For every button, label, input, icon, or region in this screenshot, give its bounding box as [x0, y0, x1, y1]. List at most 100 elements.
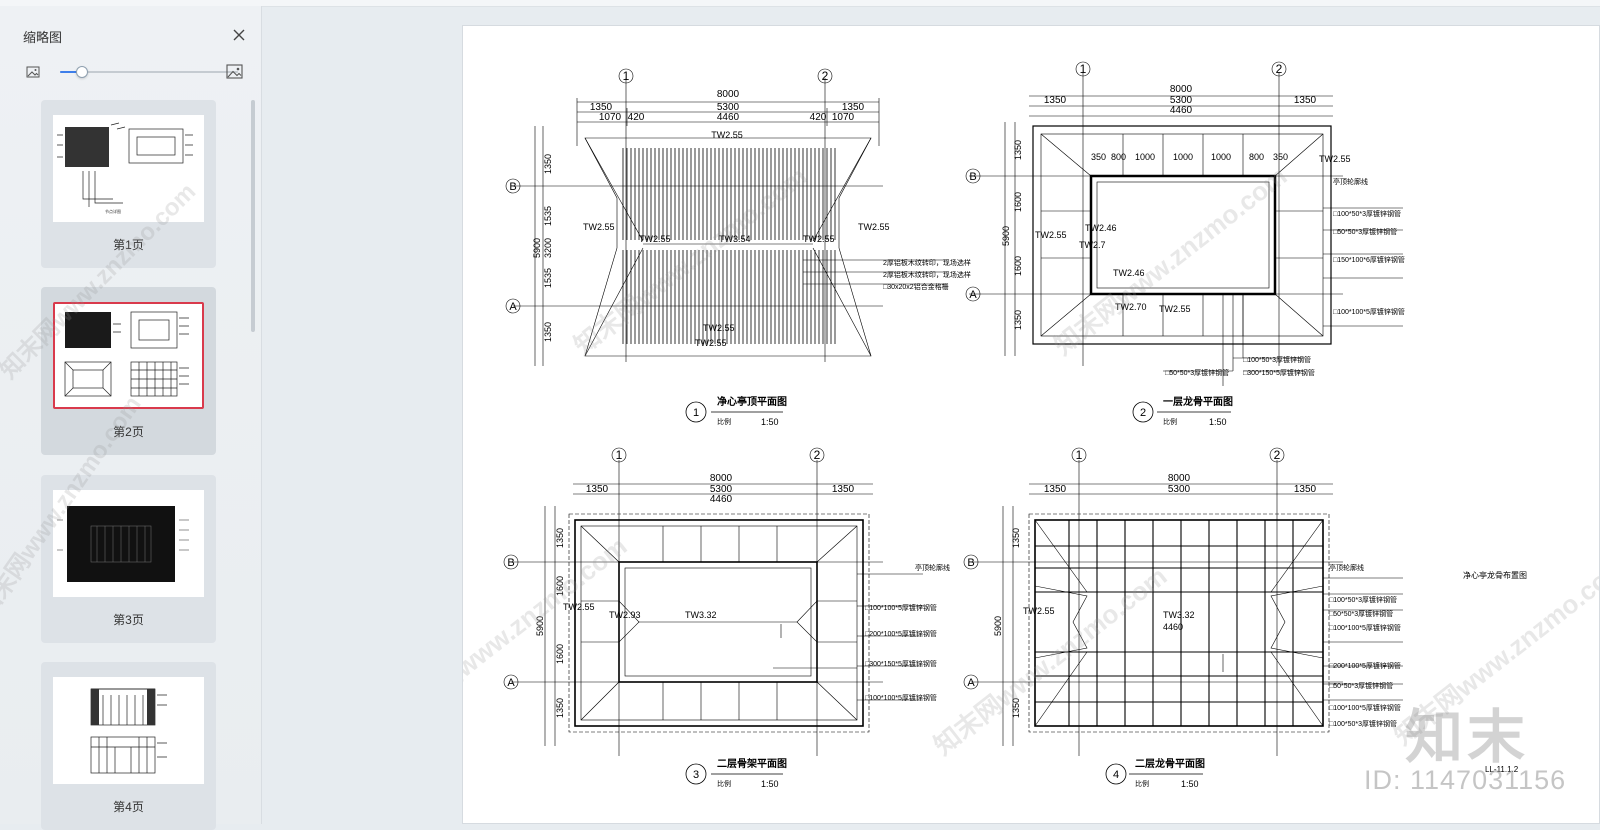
svg-text:□100*50*3厚镀锌钢管: □100*50*3厚镀锌钢管: [1333, 209, 1401, 218]
svg-text:1:50: 1:50: [1181, 779, 1199, 789]
svg-text:3: 3: [693, 769, 699, 781]
svg-text:二层龙骨平面图: 二层龙骨平面图: [1135, 757, 1205, 770]
svg-text:□100*100*5厚镀锌钢管: □100*100*5厚镀锌钢管: [865, 693, 937, 702]
document-page: 8000 5300 4460 1350 1350 1070 1070 420 4…: [462, 25, 1600, 824]
side-note: 净心亭龙骨布置图: [1463, 570, 1527, 580]
svg-text:TW2.55: TW2.55: [1319, 154, 1351, 164]
svg-text:1535: 1535: [543, 206, 553, 226]
svg-text:1070: 1070: [599, 112, 622, 123]
svg-text:□100*50*3厚镀锌钢管: □100*50*3厚镀锌钢管: [1329, 595, 1397, 604]
sidebar-scrollbar[interactable]: [251, 100, 255, 332]
zoom-slider-fill: [60, 71, 82, 73]
svg-text:知末网www.znzmo.com: 知末网www.znzmo.com: [1048, 161, 1292, 361]
svg-text:比例: 比例: [1163, 417, 1177, 426]
svg-text:A: A: [969, 289, 977, 301]
zoom-slider[interactable]: [60, 66, 238, 78]
page-thumbnail-2[interactable]: 第2页: [41, 287, 216, 455]
svg-text:TW2.55: TW2.55: [703, 323, 735, 333]
svg-text:420: 420: [810, 112, 827, 123]
svg-text:□300*150*5厚镀锌钢管: □300*150*5厚镀锌钢管: [1243, 368, 1315, 377]
svg-text:□100*100*5厚镀锌钢管: □100*100*5厚镀锌钢管: [1329, 703, 1401, 712]
plan-2-first-keel: 8000 5300 4460 1350 1350 1 2 B A 350 800…: [965, 61, 1405, 427]
svg-text:3200: 3200: [543, 238, 553, 258]
svg-text:□100*100*5厚镀锌钢管: □100*100*5厚镀锌钢管: [1333, 307, 1405, 316]
sidebar-title: 缩略图: [23, 30, 63, 45]
svg-text:4: 4: [1113, 769, 1119, 781]
svg-text:1350: 1350: [1294, 484, 1317, 495]
svg-text:1600: 1600: [555, 644, 565, 664]
svg-text:TW2.55: TW2.55: [1159, 304, 1191, 314]
svg-text:□150*100*6厚镀锌钢管: □150*100*6厚镀锌钢管: [1333, 255, 1405, 264]
svg-text:TW2.55: TW2.55: [803, 234, 835, 244]
svg-text:TW2.55: TW2.55: [1023, 606, 1055, 616]
page-4-preview: [53, 677, 204, 784]
svg-text:TW2.55: TW2.55: [583, 222, 615, 232]
svg-text:2: 2: [1276, 62, 1283, 76]
svg-text:1350: 1350: [543, 322, 553, 342]
svg-text:1000: 1000: [1211, 152, 1231, 162]
svg-text:1: 1: [1080, 62, 1087, 76]
svg-text:□100*100*5厚镀锌钢管: □100*100*5厚镀锌钢管: [865, 603, 937, 612]
svg-text:B: B: [967, 557, 974, 569]
svg-text:TW2.46: TW2.46: [1113, 268, 1145, 278]
svg-text:1000: 1000: [1173, 152, 1193, 162]
svg-text:1350: 1350: [1044, 95, 1067, 106]
svg-text:1350: 1350: [1044, 484, 1067, 495]
thumbnail-sidebar: 缩略图: [0, 6, 262, 830]
svg-text:2: 2: [1274, 448, 1281, 462]
svg-text:TW3.32: TW3.32: [685, 610, 717, 620]
svg-text:B: B: [509, 181, 516, 193]
svg-text:二层骨架平面图: 二层骨架平面图: [717, 757, 787, 770]
page-thumbnail-3[interactable]: 第3页: [41, 475, 216, 643]
svg-text:350: 350: [1091, 152, 1106, 162]
svg-text:4460: 4460: [710, 494, 733, 505]
svg-text:350: 350: [1273, 152, 1288, 162]
page-label: 第2页: [113, 425, 144, 439]
svg-text:知末网www.znzmo.com: 知末网www.znzmo.com: [0, 178, 201, 384]
page-label: 第4页: [113, 800, 144, 814]
svg-text:B: B: [969, 171, 976, 183]
svg-text:1: 1: [623, 69, 630, 83]
svg-text:5300: 5300: [717, 102, 740, 113]
plan-1-roof: 8000 5300 4460 1350 1350 1070 1070 420 4…: [505, 68, 971, 427]
svg-text:1:50: 1:50: [761, 779, 779, 789]
page-2-preview: [53, 302, 204, 409]
svg-text:知末网www.znzmo.com: 知末网www.znzmo.com: [568, 161, 812, 361]
page-label: 第3页: [113, 613, 144, 627]
svg-text:1350: 1350: [842, 102, 865, 113]
svg-text:TW2.55: TW2.55: [563, 602, 595, 612]
window-top-bar: [0, 0, 1600, 7]
svg-text:□100*50*3厚镀锌钢管: □100*50*3厚镀锌钢管: [1243, 355, 1311, 364]
svg-text:5900: 5900: [993, 616, 1003, 636]
svg-text:TW2.46: TW2.46: [1085, 223, 1117, 233]
svg-text:TW2.55: TW2.55: [1035, 230, 1067, 240]
close-icon[interactable]: [230, 26, 248, 44]
svg-text:□50*50*3厚镀锌钢管: □50*50*3厚镀锌钢管: [1165, 368, 1229, 377]
svg-text:□100*50*3厚镀锌钢管: □100*50*3厚镀锌钢管: [1329, 719, 1397, 728]
svg-text:1350: 1350: [555, 698, 565, 718]
svg-text:5300: 5300: [710, 484, 733, 495]
svg-text:知末网www.znzmo.com: 知末网www.znzmo.com: [463, 531, 632, 731]
svg-text:1350: 1350: [832, 484, 855, 495]
svg-text:TW2.93: TW2.93: [609, 610, 641, 620]
svg-text:8000: 8000: [710, 473, 733, 484]
page-label: 第1页: [113, 238, 144, 252]
svg-text:1: 1: [1076, 448, 1083, 462]
image-small-icon[interactable]: [26, 65, 40, 79]
page-thumbnail-1[interactable]: 节点详图 第1页: [41, 100, 216, 268]
svg-text:5300: 5300: [1168, 484, 1191, 495]
svg-text:8000: 8000: [717, 89, 740, 100]
svg-text:420: 420: [628, 112, 645, 123]
site-watermark: 知末网www.znzmo.com 知末网www.znzmo.com 知末网www…: [463, 161, 1599, 761]
image-large-icon[interactable]: [226, 63, 243, 80]
svg-text:□300*150*5厚镀锌钢管: □300*150*5厚镀锌钢管: [865, 659, 937, 668]
plan-4-second-keel: 8000 5300 1350 1350 1 2 B A TW2.55 TW3.3…: [963, 447, 1403, 789]
svg-text:□200*100*5厚镀锌钢管: □200*100*5厚镀锌钢管: [1329, 661, 1401, 670]
svg-text:□100*100*5厚镀锌钢管: □100*100*5厚镀锌钢管: [1329, 623, 1401, 632]
svg-text:1350: 1350: [1294, 95, 1317, 106]
svg-text:1535: 1535: [543, 268, 553, 288]
thumbnail-zoom-control: [24, 63, 248, 83]
page-thumbnail-4[interactable]: 第4页: [41, 662, 216, 830]
zoom-slider-handle[interactable]: [76, 66, 89, 78]
svg-text:1350: 1350: [1013, 310, 1023, 330]
